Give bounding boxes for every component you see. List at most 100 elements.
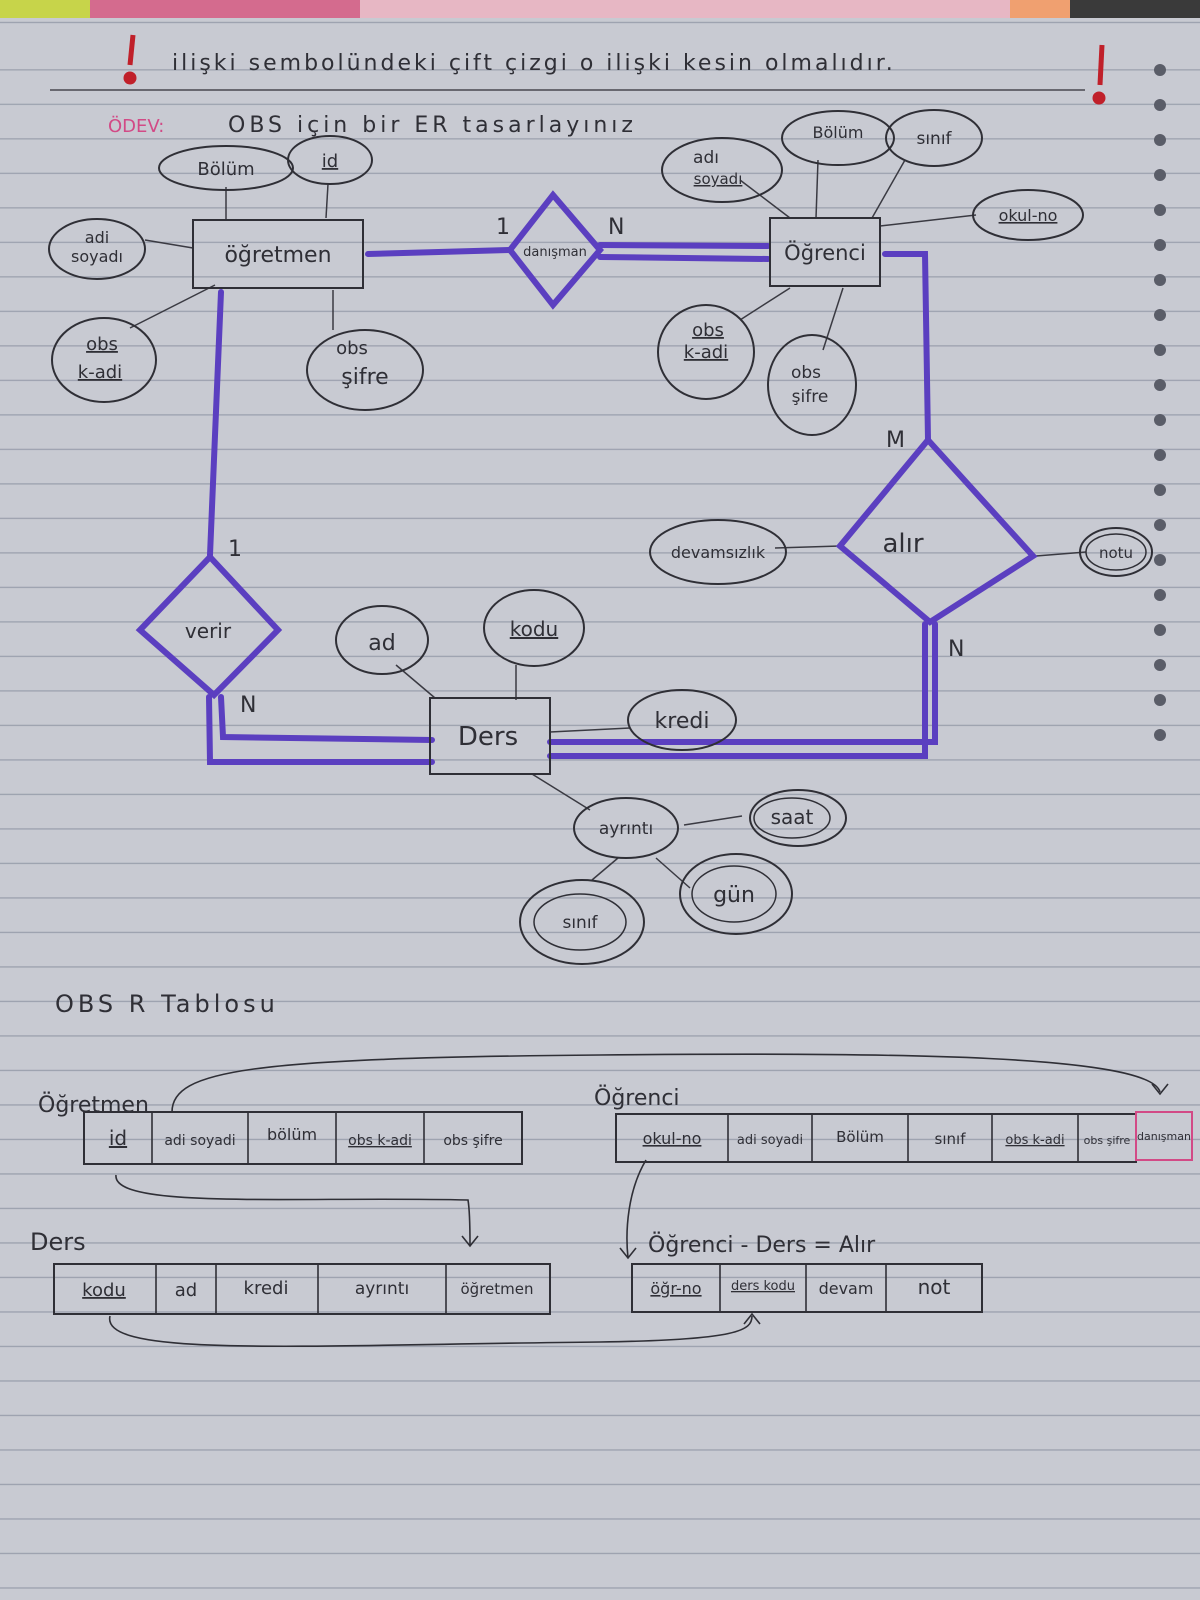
svg-text:gün: gün	[713, 883, 755, 908]
attr-ogrenci-okul-no: okul-no	[972, 189, 1084, 241]
cardinality-alir-ders: N	[948, 637, 964, 662]
svg-text:şifre: şifre	[792, 387, 829, 407]
svg-text:sınıf: sınıf	[916, 129, 952, 149]
attr-ogrenci-adi-soyadi: adı soyadı	[661, 137, 783, 203]
svg-text:Bölüm: Bölüm	[197, 159, 254, 180]
cardinality-verir-ogretmen: 1	[228, 537, 242, 562]
svg-text:id: id	[322, 151, 338, 172]
header-note: ilişki sembolündeki çift çizgi o ilişki …	[172, 51, 896, 76]
table-ders-col-2: ad	[175, 1280, 197, 1301]
table-alir-col-1: öğr-no	[650, 1279, 701, 1298]
svg-text:şifre: şifre	[341, 365, 388, 390]
attr-ders-gun: gün	[679, 853, 793, 935]
entity-ders: Ders	[429, 697, 551, 775]
table-ogretmen-col-5: obs şifre	[443, 1133, 502, 1149]
svg-text:Bölüm: Bölüm	[813, 123, 864, 142]
table-alir-col-4: not	[918, 1275, 951, 1299]
svg-text:soyadı: soyadı	[71, 247, 123, 266]
relationship-danisman: danışman	[506, 190, 604, 310]
svg-text:obs: obs	[86, 334, 118, 355]
attr-ogrenci-bolum: Bölüm	[781, 110, 895, 166]
table-ders: Ders kodu ad kredi ayrıntı öğretmen	[30, 1228, 551, 1315]
svg-text:sınıf: sınıf	[562, 913, 598, 933]
cardinality-verir-ders: N	[240, 693, 256, 718]
svg-text:k-adi: k-adi	[78, 362, 122, 383]
table-ogrenci-col-3: Bölüm	[836, 1128, 884, 1146]
foreign-key-arrows	[109, 1053, 1169, 1348]
relationship-verir-label: verir	[185, 619, 232, 643]
svg-text:ayrıntı: ayrıntı	[599, 819, 653, 839]
table-ogrenci-col-7: danışman	[1137, 1130, 1191, 1143]
table-ogrenci: Öğrenci okul-no adi soyadi Bölüm sınıf o…	[594, 1085, 1193, 1163]
assignment-text: OBS için bir ER tasarlayınız	[228, 113, 637, 138]
svg-text:obs: obs	[692, 320, 724, 341]
relationship-lines	[206, 242, 938, 765]
background-objects	[0, 0, 1200, 18]
table-ogrenci-name: Öğrenci	[594, 1085, 680, 1111]
svg-text:obs: obs	[791, 363, 821, 383]
attr-ogrenci-obs-kadi: obs k-adi	[657, 304, 755, 400]
table-ders-col-1: kodu	[82, 1280, 126, 1301]
svg-text:k-adi: k-adi	[684, 342, 728, 363]
table-ogrenci-col-2: adi soyadi	[737, 1133, 803, 1148]
cardinality-danisman-ogretmen: 1	[496, 215, 510, 240]
attr-ogrenci-sinif: sınıf	[885, 109, 983, 167]
table-ders-col-5: öğretmen	[461, 1280, 534, 1298]
table-alir: Öğrenci - Ders = Alır öğr-no ders kodu d…	[631, 1232, 983, 1313]
table-ders-name: Ders	[30, 1228, 86, 1256]
relationship-alir: alır	[835, 435, 1038, 626]
header-red-mark-left	[123, 34, 137, 85]
entity-ders-label: Ders	[458, 722, 518, 752]
cardinality-labels: 1 N M N 1 N	[228, 215, 964, 718]
svg-text:adı: adı	[693, 148, 719, 168]
table-ogretmen-col-3: bölüm	[267, 1125, 317, 1144]
tables-title: OBS R Tablosu	[55, 990, 279, 1018]
svg-text:soyadı: soyadı	[694, 170, 743, 188]
attr-ogrenci-obs-sifre: obs şifre	[767, 334, 857, 436]
cardinality-danisman-ogrenci: N	[608, 215, 624, 240]
table-ogretmen-col-2: adi soyadi	[164, 1133, 235, 1149]
table-ogrenci-col-4: sınıf	[935, 1130, 967, 1148]
attr-ders-saat: saat	[749, 789, 847, 847]
svg-text:obs: obs	[336, 338, 368, 359]
table-ders-col-3: kredi	[244, 1278, 289, 1299]
assignment-prefix: ÖDEV:	[108, 115, 164, 137]
entity-ogrenci-label: Öğrenci	[784, 240, 866, 265]
table-ogretmen: Öğretmen id adi soyadi bölüm obs k-adi o…	[38, 1092, 523, 1165]
table-ogrenci-col-5: obs k-adi	[1005, 1133, 1064, 1148]
relationship-danisman-label: danışman	[523, 245, 587, 260]
entity-ogretmen-label: öğretmen	[224, 243, 331, 268]
attr-ders-sinif: sınıf	[519, 879, 645, 965]
svg-text:ad: ad	[368, 631, 395, 656]
table-ogretmen-col-4: obs k-adi	[348, 1133, 412, 1149]
attr-ders-kredi: kredi	[627, 689, 737, 751]
table-ders-col-4: ayrıntı	[355, 1279, 409, 1299]
svg-text:adi: adi	[85, 228, 109, 247]
attr-ders-ayrinti: ayrıntı	[573, 797, 679, 859]
entity-ogrenci: Öğrenci	[769, 217, 881, 287]
attr-alir-devamsizlik: devamsızlık	[649, 519, 787, 585]
entity-ogretmen: öğretmen	[192, 219, 364, 289]
svg-text:notu: notu	[1099, 544, 1133, 562]
header-red-mark-right	[1092, 44, 1106, 105]
attr-ogretmen-bolum: Bölüm	[158, 145, 294, 191]
attr-ders-ad: ad	[335, 605, 429, 675]
relationship-verir: verir	[135, 552, 283, 700]
table-ogrenci-col-6: obs şifre	[1084, 1134, 1131, 1147]
svg-text:saat: saat	[771, 805, 814, 829]
table-alir-col-2: ders kodu	[731, 1279, 795, 1294]
table-alir-col-3: devam	[819, 1279, 874, 1298]
attr-ders-kodu: kodu	[483, 589, 585, 667]
svg-text:kodu: kodu	[510, 617, 558, 641]
attr-ogretmen-id: id	[287, 135, 373, 185]
table-ogrenci-col-1: okul-no	[643, 1129, 702, 1148]
svg-text:okul-no: okul-no	[999, 206, 1058, 225]
spiral-binding	[1154, 64, 1166, 741]
attribute-connectors	[129, 159, 1087, 889]
attr-alir-notu: notu	[1079, 527, 1153, 577]
attr-ogretmen-obs-kadi: obs k-adi	[51, 317, 157, 403]
table-ogretmen-col-1: id	[109, 1126, 127, 1150]
attr-ogretmen-adi-soyadi: adi soyadı	[48, 218, 146, 280]
svg-text:devamsızlık: devamsızlık	[671, 543, 766, 562]
cardinality-alir-ogrenci: M	[886, 428, 905, 453]
